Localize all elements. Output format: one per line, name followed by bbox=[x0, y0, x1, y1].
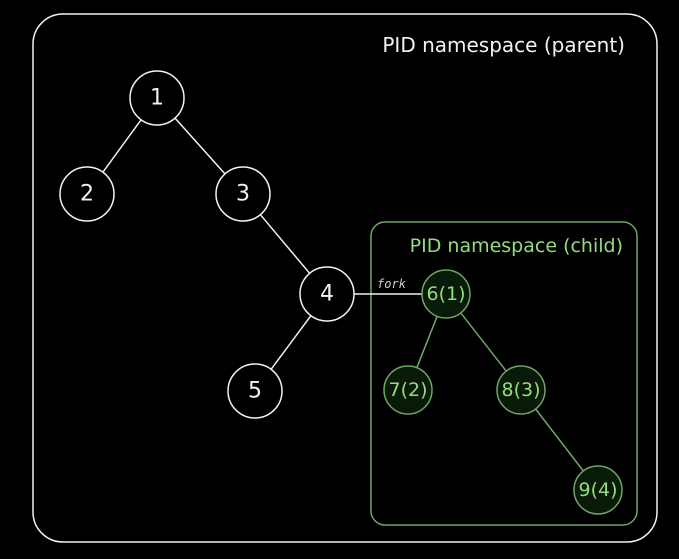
edge-6-7 bbox=[416, 316, 438, 368]
child-process-node-8: 8(3) bbox=[496, 365, 546, 415]
node-label-3: 3 bbox=[236, 182, 250, 207]
node-label-6: 6(1) bbox=[426, 283, 465, 305]
process-node-2: 2 bbox=[59, 166, 115, 222]
edge-1-2 bbox=[102, 119, 142, 173]
node-label-9: 9(4) bbox=[578, 479, 617, 501]
process-node-5: 5 bbox=[227, 363, 283, 419]
node-label-8: 8(3) bbox=[501, 379, 540, 401]
node-circle-5 bbox=[227, 363, 283, 419]
node-circle-2 bbox=[59, 166, 115, 222]
child-process-node-6: 6(1) bbox=[421, 269, 471, 319]
process-node-3: 3 bbox=[215, 166, 271, 222]
process-node-1: 1 bbox=[129, 70, 185, 126]
node-circle-6 bbox=[421, 269, 471, 319]
child-namespace-title: PID namespace (child) bbox=[410, 235, 623, 257]
edge-8-9 bbox=[535, 408, 584, 472]
child-process-node-7: 7(2) bbox=[383, 365, 433, 415]
node-circle-9 bbox=[573, 465, 623, 515]
node-circle-1 bbox=[129, 70, 185, 126]
process-node-4: 4 bbox=[299, 266, 355, 322]
parent-namespace-box bbox=[32, 13, 658, 543]
node-label-5: 5 bbox=[248, 379, 262, 404]
node-label-1: 1 bbox=[150, 86, 164, 111]
node-label-4: 4 bbox=[320, 282, 334, 307]
parent-namespace-title: PID namespace (parent) bbox=[382, 33, 625, 57]
edge-3-4 bbox=[259, 214, 311, 274]
edges: fork bbox=[102, 117, 584, 472]
node-circle-3 bbox=[215, 166, 271, 222]
fork-edge-label: fork bbox=[377, 277, 407, 291]
edge-4-5 bbox=[270, 315, 312, 370]
nodes: 1 2 3 4 5 6(1) 7(2) 8(3) 9(4) bbox=[59, 70, 623, 515]
child-namespace-box bbox=[370, 221, 638, 526]
node-label-2: 2 bbox=[80, 182, 94, 207]
child-process-node-9: 9(4) bbox=[573, 465, 623, 515]
node-label-7: 7(2) bbox=[388, 379, 427, 401]
edge-1-3 bbox=[174, 117, 226, 175]
node-circle-8 bbox=[496, 365, 546, 415]
edge-6-8 bbox=[460, 312, 507, 372]
node-circle-4 bbox=[299, 266, 355, 322]
node-circle-7 bbox=[383, 365, 433, 415]
